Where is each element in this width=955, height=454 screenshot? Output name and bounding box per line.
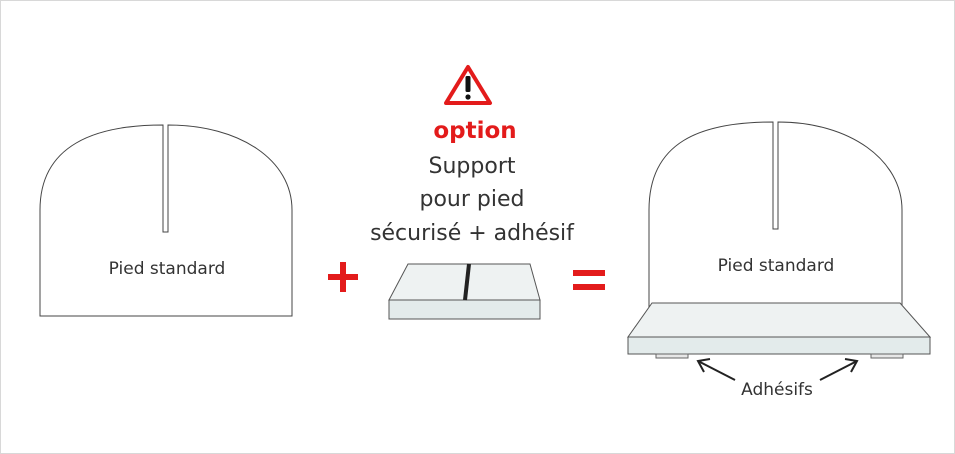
- right-foot-outline: [648, 121, 903, 313]
- arrow-left-icon: [696, 358, 736, 381]
- plus-sign: [328, 262, 358, 292]
- adhesive-label: Adhésifs: [741, 380, 813, 400]
- right-foot-label: Pied standard: [718, 256, 835, 276]
- adhesive-pad-right: [870, 353, 904, 359]
- left-foot-label: Pied standard: [109, 259, 226, 279]
- left-standard-foot: Pied standard: [39, 124, 293, 317]
- support-slot: [463, 263, 471, 301]
- base-support-front: [627, 336, 931, 355]
- support-piece: [388, 263, 541, 320]
- arrow-right-icon: [819, 358, 859, 381]
- option-line-3: sécurisé + adhésif: [370, 221, 575, 246]
- right-assembly: Pied standard Adhésifs: [627, 121, 932, 400]
- equals-sign: [573, 270, 605, 290]
- adhesive-pad-left: [655, 353, 689, 359]
- left-foot-outline: [39, 124, 293, 317]
- option-line-1: Support: [429, 154, 516, 179]
- option-line-2: pour pied: [420, 187, 525, 212]
- warning-triangle-icon: [444, 65, 492, 105]
- base-support-top: [627, 302, 932, 338]
- option-label: option: [433, 118, 516, 144]
